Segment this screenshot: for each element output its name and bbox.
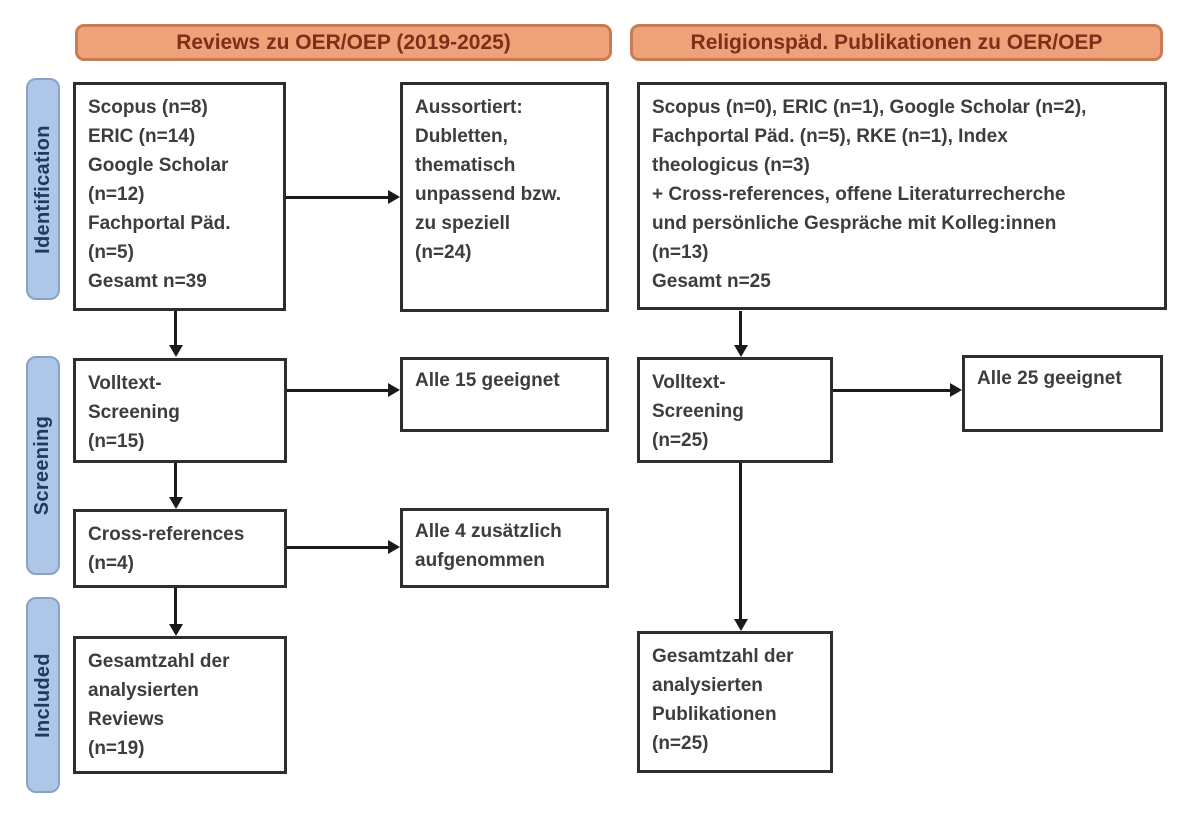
arrow-right-fulltext-to-result: [833, 389, 950, 392]
arrowhead-right-icon: [950, 383, 962, 397]
arrow-right-fulltext-to-included: [739, 463, 742, 619]
arrow-left-crossref-to-result: [287, 546, 388, 549]
stage-label-identification: Identification: [26, 78, 60, 300]
arrowhead-down-icon: [734, 345, 748, 357]
arrowhead-down-icon: [169, 624, 183, 636]
arrow-left-sources-to-fulltext: [174, 311, 177, 345]
box-left-included: Gesamtzahl der analysierten Reviews (n=1…: [73, 636, 287, 774]
arrowhead-right-icon: [388, 190, 400, 204]
box-right-included: Gesamtzahl der analysierten Publikatione…: [637, 631, 833, 773]
box-left-fulltext-screening: Volltext- Screening (n=15): [73, 358, 287, 463]
arrow-right-sources-to-fulltext: [739, 311, 742, 345]
box-left-fulltext-result: Alle 15 geeignet: [400, 357, 609, 432]
stage-label-screening-text: Screening: [31, 415, 54, 516]
box-left-crossref-result: Alle 4 zusätzlich aufgenommen: [400, 508, 609, 588]
stage-label-included-text: Included: [31, 652, 54, 738]
box-left-sources: Scopus (n=8) ERIC (n=14) Google Scholar …: [73, 82, 286, 311]
column-header-reviews: Reviews zu OER/OEP (2019-2025): [75, 24, 612, 61]
box-left-crossref: Cross-references (n=4): [73, 509, 287, 588]
box-right-fulltext-result: Alle 25 geeignet: [962, 355, 1163, 432]
arrow-left-fulltext-to-crossref: [174, 463, 177, 497]
arrowhead-down-icon: [169, 345, 183, 357]
arrowhead-down-icon: [734, 619, 748, 631]
arrow-left-sources-to-excluded: [286, 196, 388, 199]
box-right-sources: Scopus (n=0), ERIC (n=1), Google Scholar…: [637, 82, 1167, 310]
column-header-religionspaed: Religionspäd. Publikationen zu OER/OEP: [630, 24, 1163, 61]
arrowhead-right-icon: [388, 383, 400, 397]
stage-label-screening: Screening: [26, 356, 60, 575]
arrow-left-fulltext-to-result: [287, 389, 388, 392]
arrowhead-right-icon: [388, 540, 400, 554]
arrow-left-crossref-to-included: [174, 588, 177, 624]
stage-label-identification-text: Identification: [31, 124, 54, 254]
box-left-excluded: Aussortiert: Dubletten, thematisch unpas…: [400, 82, 609, 312]
arrowhead-down-icon: [169, 497, 183, 509]
box-right-fulltext-screening: Volltext- Screening (n=25): [637, 357, 833, 463]
stage-label-included: Included: [26, 597, 60, 793]
